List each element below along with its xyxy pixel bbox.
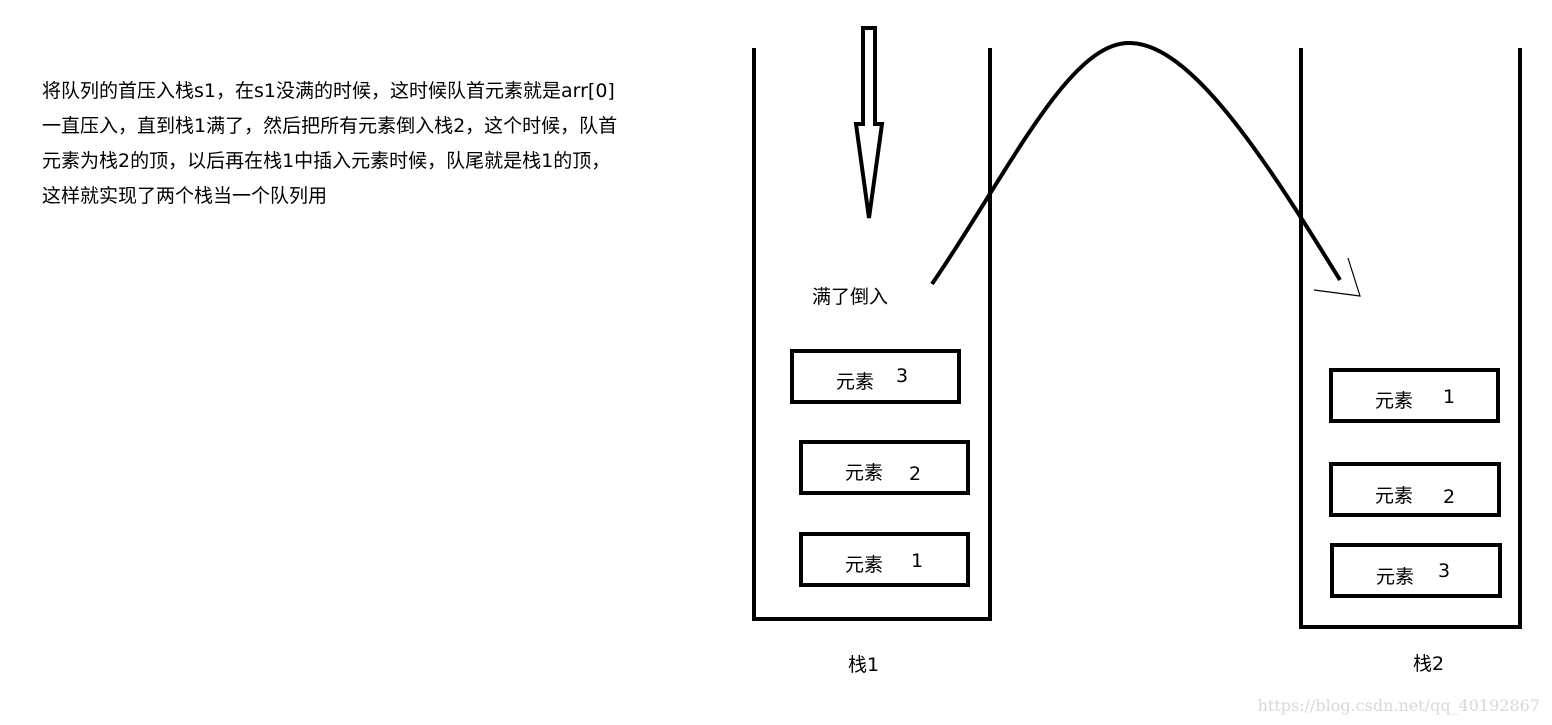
stack2-item-middle-number: 2 [1443,486,1456,508]
description-line-1: 将队列的首压入栈s1，在s1没满的时候，这时候队首元素就是arr[0] [42,80,615,102]
stack1-item-middle-label: 元素 [845,462,884,484]
stack2-item-top-number: 1 [1443,386,1456,408]
description-line-3: 元素为栈2的顶，以后再在栈1中插入元素时候，队尾就是栈1的顶， [42,150,611,172]
stack2-item-top-label: 元素 [1375,390,1414,412]
stack2-item-bottom: 元素 3 [1330,543,1502,598]
description-text: 将队列的首压入栈s1，在s1没满的时候，这时候队首元素就是arr[0] 一直压入… [42,74,682,214]
push-arrow-icon [853,26,885,219]
stack1-item-top: 元素 3 [790,349,961,404]
description-line-4: 这样就实现了两个栈当一个队列用 [42,185,328,207]
stack2-container [1299,48,1522,629]
stack1-item-bottom: 元素 1 [799,532,970,587]
stack1-item-top-label: 元素 [836,371,875,393]
stack1-container [752,48,992,621]
stack1-item-bottom-number: 1 [911,550,924,572]
stack2-item-bottom-label: 元素 [1376,566,1415,588]
pour-label: 满了倒入 [812,286,889,308]
stack2-item-middle: 元素 2 [1329,462,1501,517]
stack1-item-top-number: 3 [896,365,909,387]
description-line-2: 一直压入，直到栈1满了，然后把所有元素倒入栈2，这个时候，队首 [42,115,618,137]
pour-curve [930,40,1342,286]
stack2-item-top: 元素 1 [1329,368,1500,423]
stack1-item-middle: 元素 2 [799,440,970,495]
stack1-label: 栈1 [848,654,880,676]
stack1-item-middle-number: 2 [909,463,922,485]
pour-arrowhead-icon [1313,257,1361,297]
stack2-item-bottom-number: 3 [1438,560,1451,582]
stack1-item-bottom-label: 元素 [845,554,884,576]
watermark: https://blog.csdn.net/qq_40192867 [1257,696,1540,715]
stack2-item-middle-label: 元素 [1375,485,1414,507]
stack2-label: 栈2 [1413,653,1445,675]
